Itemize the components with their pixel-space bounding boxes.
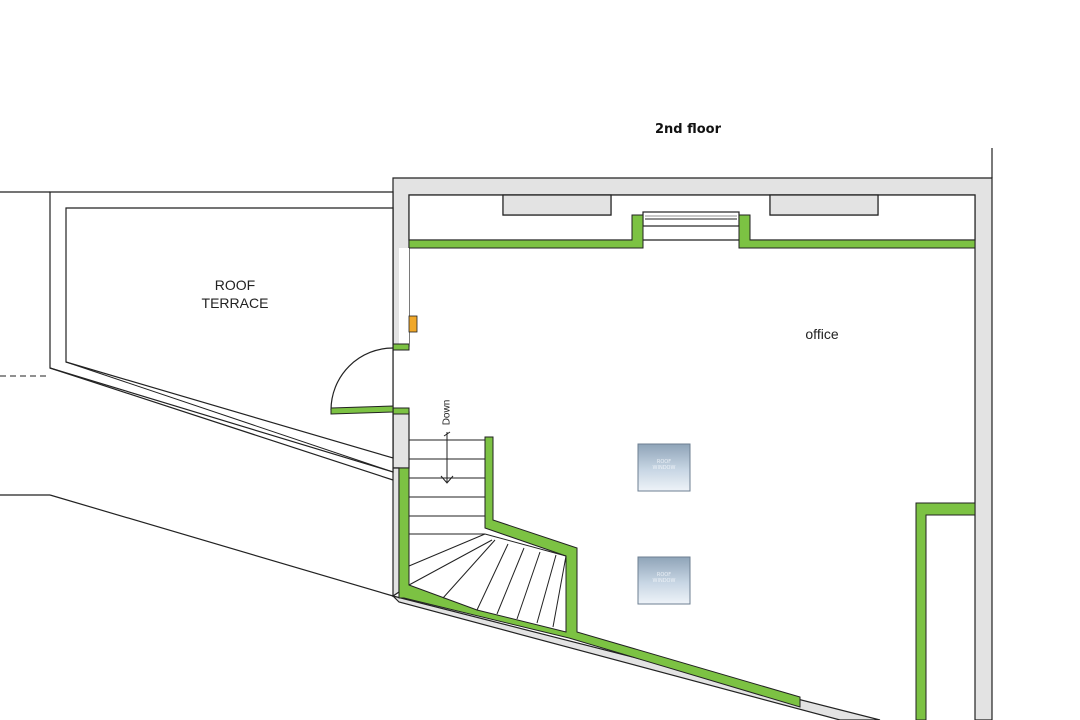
insulation-stair-left: [398, 436, 801, 708]
stair-arrow-tick: [443, 431, 451, 437]
roof-terrace-label-line-1: ROOF: [214, 277, 256, 293]
terrace-diag-line: [49, 367, 394, 481]
exterior-wall-lower-left-2: [392, 467, 400, 598]
skylight-2-label: ROOF WINDOW: [638, 572, 690, 584]
insulation-door-jamb-bottom: [392, 407, 410, 415]
floor-title: 2nd floor: [654, 122, 722, 137]
lower-boundary-diag: [49, 494, 394, 597]
door-leaf: [330, 405, 394, 415]
office-label: office: [805, 326, 839, 342]
exterior-wall: [392, 177, 993, 720]
insulation-right: [915, 502, 976, 720]
roof-terrace-inner: [65, 207, 394, 459]
exterior-wall-lower-left: [392, 411, 410, 469]
skylight-2-label-line-1: ROOF: [656, 572, 672, 578]
stair-arrow-head: [440, 475, 454, 484]
roof-terrace-label: ROOF TERRACE: [180, 276, 290, 312]
skylight-1-label-line-1: ROOF: [656, 459, 672, 465]
skylight-1-label: ROOF WINDOW: [638, 459, 690, 471]
insulation-door-jamb-top: [392, 343, 410, 351]
wall-marker: [408, 315, 418, 333]
eaves-fill-1: [502, 194, 612, 216]
skylight-1: [637, 443, 691, 492]
skylight-2-label-line-2: WINDOW: [652, 578, 676, 584]
eaves-fill-2: [769, 194, 879, 216]
skylight-1-label-line-2: WINDOW: [652, 465, 676, 471]
skylight-2: [637, 556, 691, 605]
door-swing-arc: [330, 347, 394, 411]
stairs-down-label: Down: [441, 399, 453, 426]
staircase: [408, 439, 567, 628]
terrace-diag-line-2: [65, 361, 394, 473]
insulation-left-upper: [399, 248, 409, 346]
insulation-top-right: [738, 214, 976, 249]
roof-terrace-label-line-2: TERRACE: [201, 295, 269, 311]
